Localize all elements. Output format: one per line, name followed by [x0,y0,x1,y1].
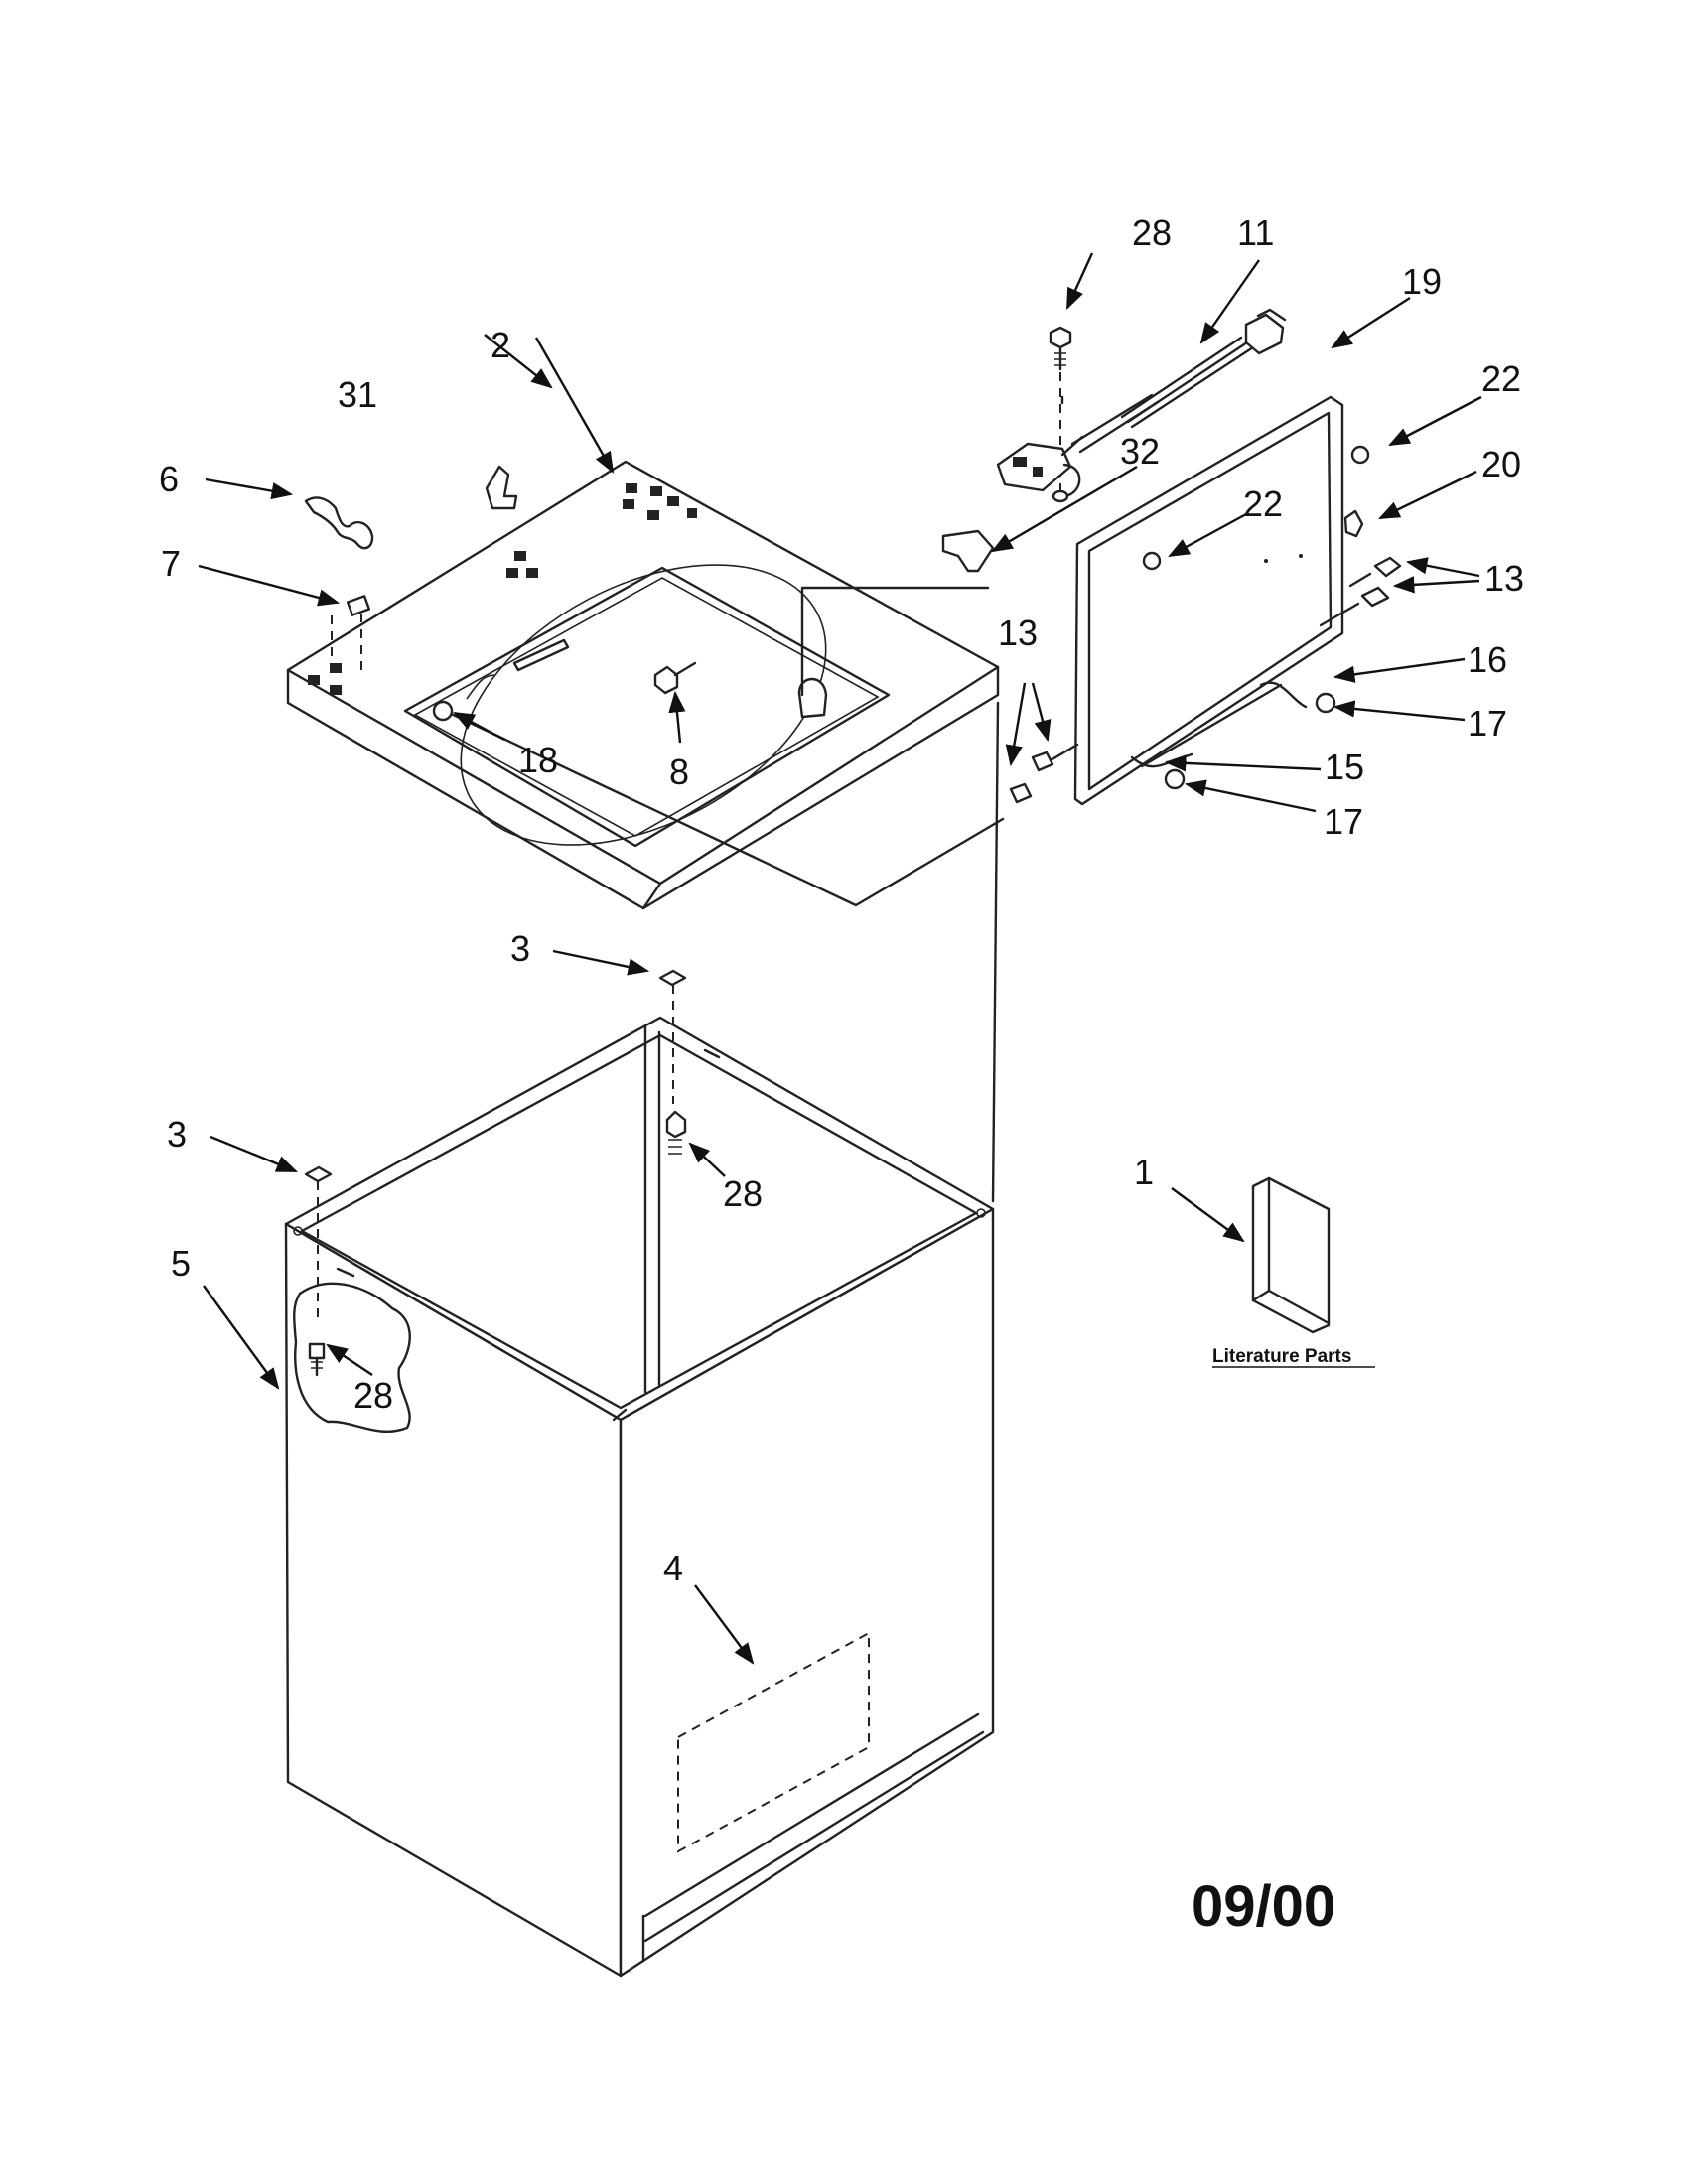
literature-booklet [1251,1176,1331,1334]
label-18: 18 [518,740,558,780]
top-panel [286,460,1000,910]
label-4: 4 [663,1548,683,1588]
literature-parts-label: Literature Parts [1212,1346,1351,1367]
label-13: 13 [1484,558,1524,599]
label-19: 19 [1402,261,1442,302]
label-3: 3 [167,1114,187,1155]
label-17: 17 [1324,801,1363,842]
screw-icon [308,1342,326,1377]
label-2: 2 [491,325,510,365]
screw-icon [653,661,697,695]
label-22: 22 [1481,358,1521,399]
clip-part [304,1165,333,1320]
label-3: 3 [510,928,530,969]
lid-switch [996,308,1287,503]
label-28: 28 [1132,212,1172,253]
clip-part [304,496,374,550]
label-17: 17 [1468,703,1507,744]
label-11: 11 [1237,212,1274,253]
label-28: 28 [723,1173,763,1214]
label-15: 15 [1325,747,1364,787]
date-code: 09/00 [1192,1874,1335,1939]
label-13: 13 [998,613,1038,653]
label-8: 8 [669,751,689,792]
label-22: 22 [1243,483,1283,524]
hinge-rod [443,709,1005,907]
cabinet [284,1016,995,1978]
clip-part [658,969,687,1155]
literature-pocket [677,1631,870,1853]
callout-labels: 28 11 19 22 20 22 32 13 13 16 17 15 17 2… [159,212,1524,1939]
label-16: 16 [1468,639,1507,680]
label-7: 7 [161,543,181,584]
label-32: 32 [1120,431,1160,472]
label-5: 5 [171,1243,191,1284]
label-31: 31 [338,374,377,415]
label-1: 1 [1134,1152,1154,1192]
lid-frame [1009,395,1402,806]
label-6: 6 [159,459,179,499]
callout-arrows [198,252,1482,1665]
lid-switch-actuator [941,529,995,573]
label-28: 28 [353,1375,393,1416]
cutaway-view [293,1282,411,1433]
label-20: 20 [1481,444,1521,484]
